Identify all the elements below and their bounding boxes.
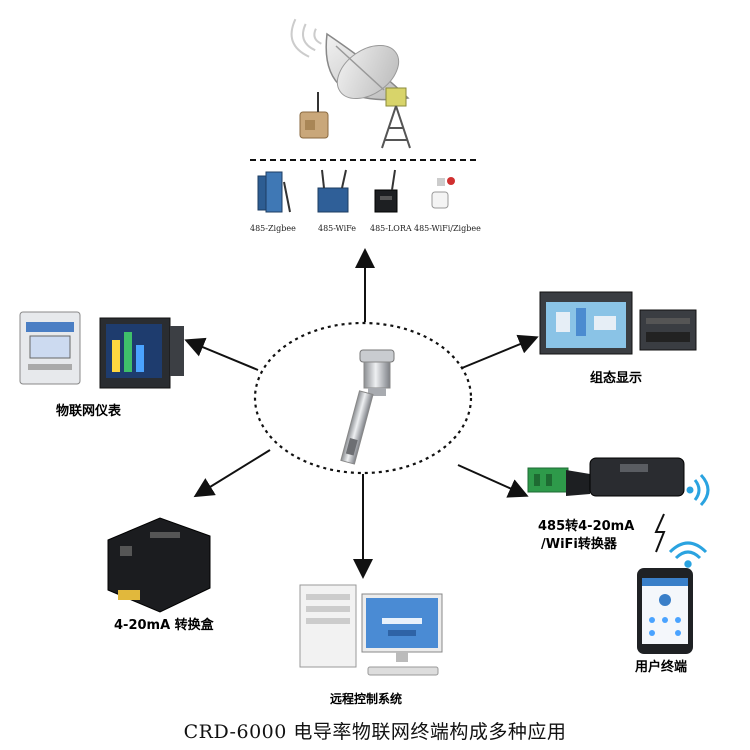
iot-instrument-icon [19, 311, 184, 389]
arrow-upper-right [461, 334, 539, 369]
wifi-signal-icon [686, 473, 710, 507]
center-ellipse [253, 321, 473, 475]
label-iot-instrument: 物联网仪表 [56, 404, 122, 419]
hmi-display-icon [539, 291, 697, 355]
label-remote-control: 远程控制系统 [330, 692, 403, 706]
computer-icon [299, 584, 443, 676]
wifi-zigbee-module-icon [431, 177, 455, 209]
arrow-lower-left [193, 449, 271, 498]
module-label-wifi-zigbee: 485-WiFi/Zigbee [414, 224, 481, 233]
phone-wifi-signal-icon [668, 541, 708, 568]
lora-module-icon [374, 169, 398, 213]
arrow-lower-right [457, 464, 529, 498]
label-converter-line2: /WiFi转换器 [541, 537, 617, 552]
module-label-lora: 485-LORA [370, 224, 412, 233]
wifi-module-icon [317, 169, 349, 213]
smartphone-icon [637, 568, 693, 654]
module-label-wifi: 485-WiFe [318, 224, 357, 233]
diagram-title: CRD-6000 电导率物联网终端构成多种应用 [183, 721, 567, 743]
module-label-zigbee: 485-Zigbee [250, 224, 296, 233]
label-converter-line1: 485转4-20mA [538, 519, 635, 534]
converter-device-icon [527, 457, 685, 497]
arrow-upper-left [184, 337, 259, 371]
wireless-gateway-icon [299, 92, 329, 139]
satellite-dish-icon [290, 18, 411, 149]
label-transmitter-box: 4-20mA 转换盒 [114, 618, 214, 633]
lightning-icon [654, 513, 666, 553]
label-config-display: 组态显示 [590, 371, 643, 386]
zigbee-module-icon [257, 171, 291, 213]
label-user-terminal: 用户终端 [635, 660, 688, 675]
sensor-icon [340, 349, 395, 465]
transmitter-box-icon [107, 517, 211, 613]
